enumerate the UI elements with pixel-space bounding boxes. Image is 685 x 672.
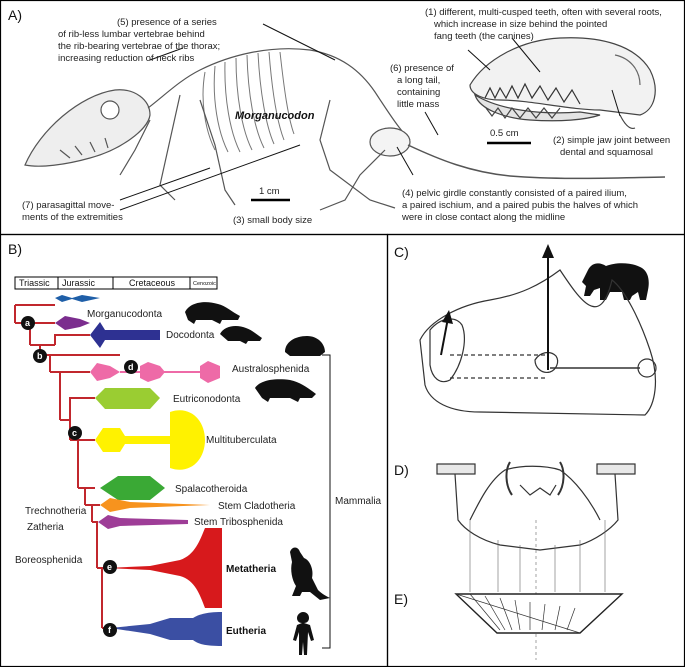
taxon-spalacotheroida: Spalacotheroida [175,484,248,495]
period-jurassic: Jurassic [62,278,96,288]
svg-text:(5) presence of a series: (5) presence of a series [117,17,217,28]
svg-text:fang teeth (the canines): fang teeth (the canines) [434,31,534,42]
annotation-6: (6) presence of a long tail, containing … [390,63,454,110]
svg-text:containing: containing [397,87,440,98]
svg-text:little mass: little mass [397,99,439,110]
clade-zatheria: Zatheria [27,522,64,533]
australosphenida-range-3 [200,361,220,383]
stem-cladotheria-range [100,498,210,512]
echidna-silhouette [285,328,325,356]
node-c: c [72,428,77,438]
jaw-lever-diagram [419,269,657,416]
svg-text:(6) presence of: (6) presence of [390,63,454,74]
rodent-silhouette-2 [220,326,262,344]
force-arrow-bite [440,317,449,356]
taxon-docodonta: Docodonta [166,330,215,341]
panel-e-label: E) [394,591,408,607]
clade-mammalia: Mammalia [335,496,382,507]
species-label: Morganucodon [235,110,315,122]
mammalia-bracket [322,354,331,649]
spalacotheroida-range [100,476,165,500]
projection-lines [469,520,606,660]
taxon-australosphenida: Australosphenida [232,364,310,375]
svg-text:(4) pelvic girdle constantly c: (4) pelvic girdle constantly consisted o… [402,188,627,199]
svg-text:of rib-less lumbar vertebrae b: of rib-less lumbar vertebrae behind [58,29,205,40]
node-e: e [107,562,112,572]
multituberculata-range [95,410,205,470]
node-b: b [37,351,43,361]
svg-text:were in close contact along th: were in close contact along the midline [401,212,565,223]
period-cenozoic: Cenozoic [193,281,216,287]
svg-text:a paired ischium, and a paired: a paired ischium, and a paired pubis the… [402,200,638,211]
svg-text:(2) simple jaw joint between: (2) simple jaw joint between [553,135,670,146]
annotation-4: (4) pelvic girdle constantly consisted o… [401,188,638,223]
svg-text:(1) different, multi-cusped te: (1) different, multi-cusped teeth, often… [425,7,662,18]
panel-a-label: A) [8,7,22,23]
geologic-period-bar: Triassic Jurassic Cretaceous Cenozoic [14,276,218,290]
multituberculate-silhouette [255,379,316,402]
node-markers: a b d c e f [21,316,138,637]
svg-text:a long tail,: a long tail, [397,75,440,86]
eutheria-range [110,612,222,646]
node-f: f [108,625,112,635]
animal-silhouettes [185,302,330,655]
taxon-eutriconodonta: Eutriconodonta [173,394,241,405]
docodonta-stem-range [55,316,90,330]
skull-scale-label: 0.5 cm [490,128,519,139]
clade-trechnotheria: Trechnotheria [25,506,87,517]
panel-b-label: B) [8,241,22,257]
annotation-leaders [119,23,621,211]
node-a: a [25,318,31,328]
skull-front-view [436,461,636,551]
taxon-eutheria: Eutheria [226,626,266,637]
annotation-7: (7) parasagittal move- ments of the extr… [22,200,123,223]
panel-d-label: D) [394,462,409,478]
svg-text:which increase in size behind: which increase in size behind the pointe… [433,19,607,30]
rodent-silhouette-1 [185,302,240,324]
australosphenida-range-1 [90,363,120,381]
node-d: d [128,362,134,372]
docodonta-range [90,322,160,348]
annotation-1: (1) different, multi-cusped teeth, often… [425,7,662,42]
bear-silhouette [582,263,649,300]
period-cretaceous: Cretaceous [129,278,176,288]
taxon-stem-cladotheria: Stem Cladotheria [218,501,296,512]
annotation-5: (5) presence of a series of rib-less lum… [58,17,220,64]
panel-c-label: C) [394,244,409,260]
body-scale-label: 1 cm [259,186,280,197]
morganucodon-skeleton [24,48,666,211]
annotation-2: (2) simple jaw joint between dental and … [553,135,670,158]
taxon-stem-tribosphenida: Stem Tribosphenida [194,517,283,528]
taxon-morganucodonta: Morganucodonta [87,309,162,320]
clade-boreosphenida: Boreosphenida [15,555,83,566]
svg-text:ments of the extremities: ments of the extremities [22,212,123,223]
morganucodonta-range [55,295,100,302]
svg-text:increasing reduction of neck r: increasing reduction of neck ribs [58,53,194,64]
svg-text:(7) parasagittal move-: (7) parasagittal move- [22,200,114,211]
svg-text:dental and squamosal: dental and squamosal [560,147,653,158]
taxon-metatheria: Metatheria [226,564,276,575]
metatheria-range [105,528,222,608]
phylogenetic-tree [14,304,120,629]
human-silhouette [293,612,314,655]
stem-tribosphenida-range [98,515,188,529]
taxon-multituberculata: Multituberculata [206,435,277,446]
svg-text:the rib-bearing vertebrae of t: the rib-bearing vertebrae of the thorax; [58,41,220,52]
eutriconodonta-range [95,388,160,409]
period-triassic: Triassic [19,278,50,288]
morganucodon-skull-detail [469,37,656,130]
annotation-3: (3) small body size [233,215,312,226]
force-trapezoid [454,593,624,634]
kangaroo-silhouette [290,547,330,600]
